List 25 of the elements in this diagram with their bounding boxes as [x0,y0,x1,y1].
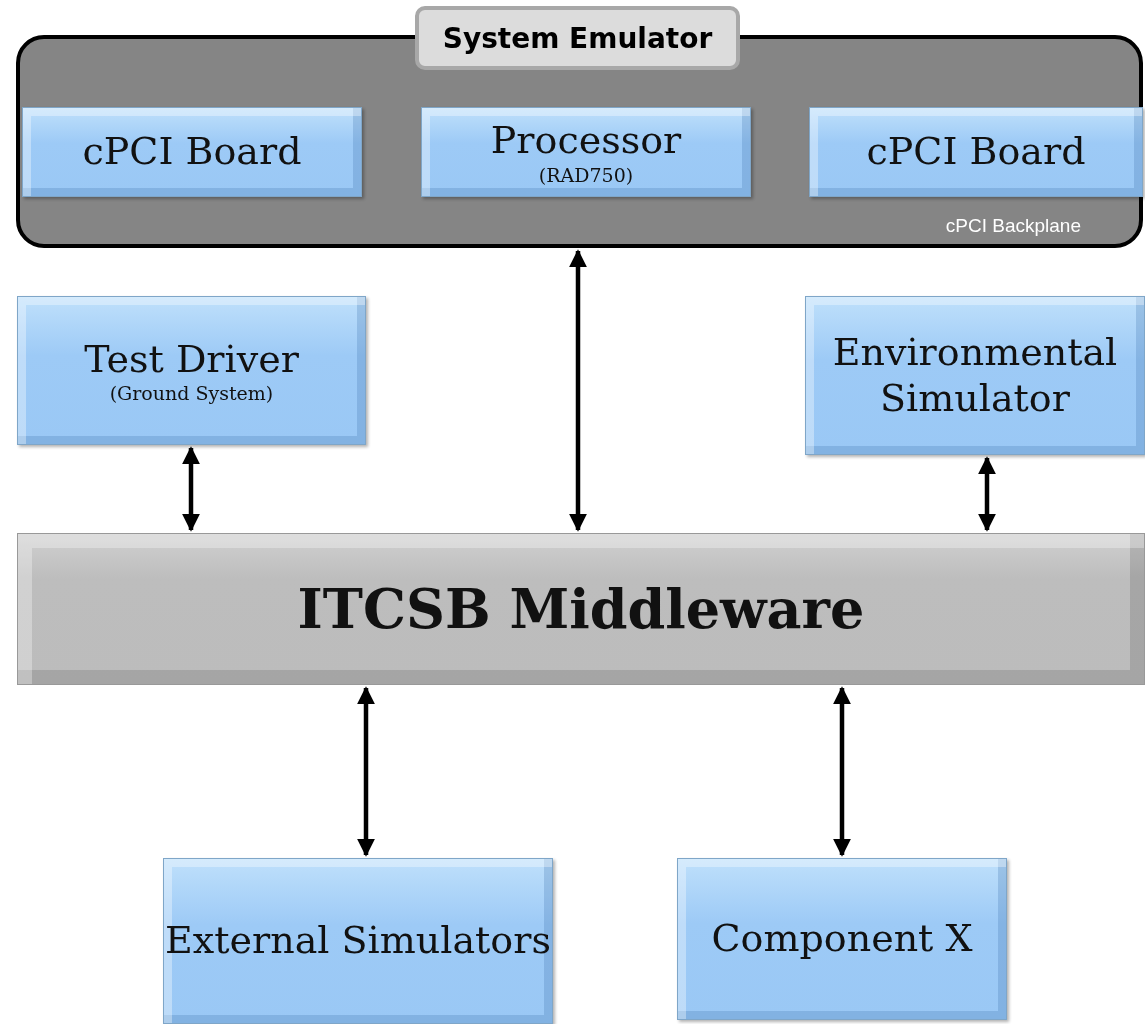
double-arrow [569,249,587,532]
double-arrow [182,446,200,532]
node-label: Processor [490,118,682,164]
node-sublabel: (Ground System) [109,382,274,405]
board-box [22,107,362,197]
node-label: Test Driver [84,336,299,383]
processor-box [421,107,751,197]
process-box [17,296,366,445]
node-label: Component X [711,916,973,962]
middleware-bar [17,533,1145,685]
backplane-label: cPCI Backplane [945,215,1081,237]
node-label: cPCI Board [866,129,1086,175]
node-sublabel: (RAD750) [538,163,634,186]
node-label: Environmental Simulator [831,329,1119,422]
double-arrow [978,456,996,532]
process-box [163,858,553,1024]
title-tab: System Emulator [415,6,740,70]
board-box [809,107,1143,197]
node-label: ITCSB Middleware [297,577,865,641]
node-label: cPCI Board [82,129,302,175]
node-label: External Simulators [165,918,551,964]
process-box [677,858,1007,1020]
process-box [805,296,1145,455]
double-arrow [833,686,851,857]
double-arrow [357,686,375,857]
